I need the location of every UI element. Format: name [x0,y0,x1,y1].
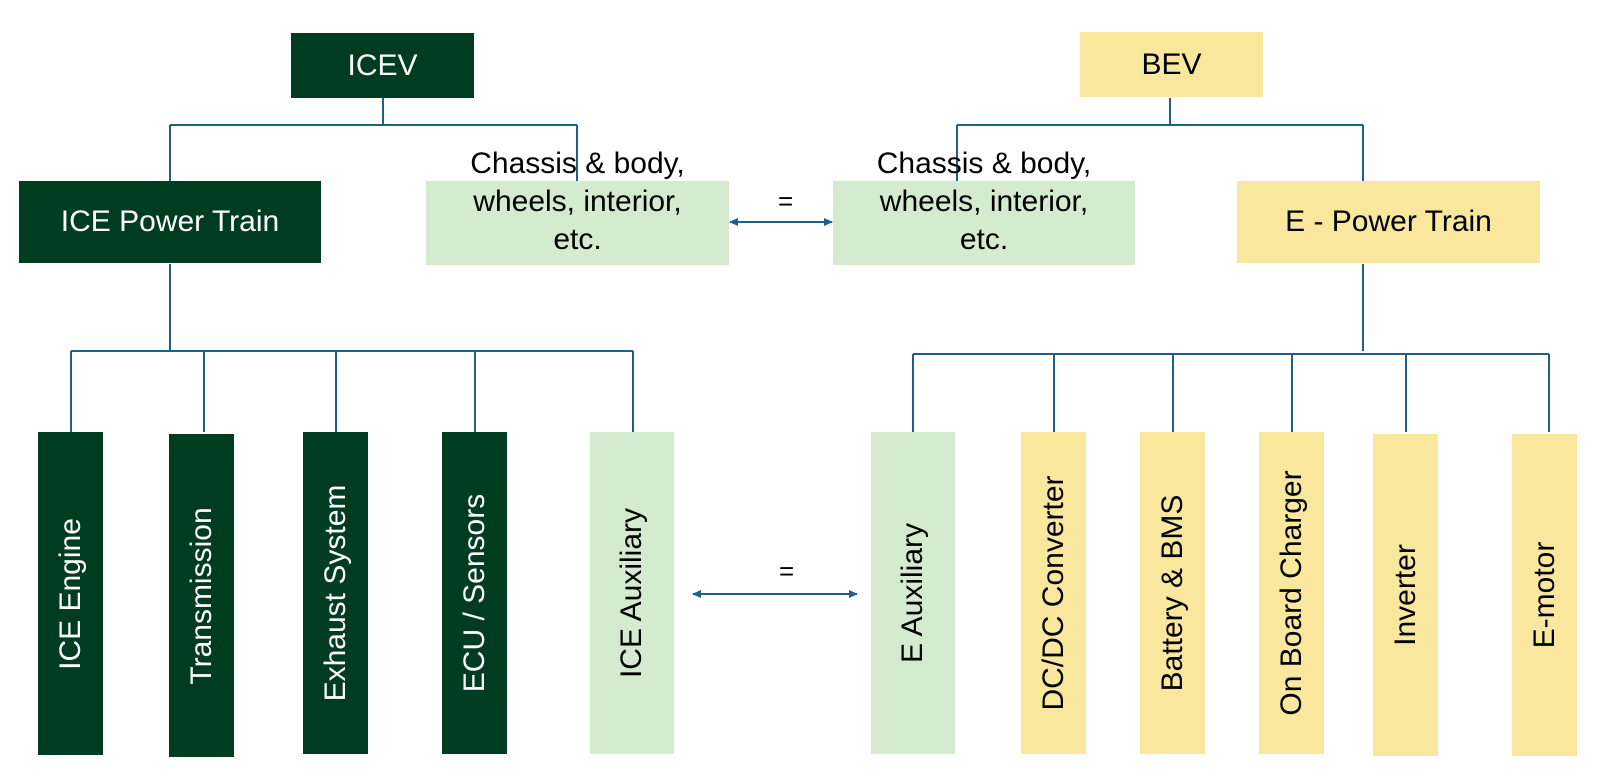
component-e-motor-label: E-motor [1527,541,1561,649]
component-transmission-label: Transmission [184,506,218,685]
component-on-board-charger: On Board Charger [1259,432,1324,754]
component-exhaust-system: Exhaust System [303,432,368,754]
icev-box: ICEV [291,33,474,98]
component-ice-engine: ICE Engine [38,432,103,755]
component-exhaust-system-label: Exhaust System [318,484,352,702]
component-ecu-sensors: ECU / Sensors [442,432,507,754]
component-ice-auxiliary: ICE Auxiliary [590,432,674,754]
component-dc-dc-converter-label: DC/DC Converter [1036,475,1070,711]
component-e-motor: E-motor [1512,434,1577,756]
component-battery-bms: Battery & BMS [1140,432,1205,754]
component-on-board-charger-label: On Board Charger [1274,470,1308,716]
chassis-equals-sign: = [778,186,794,216]
component-dc-dc-converter: DC/DC Converter [1021,432,1086,754]
component-ice-engine-label: ICE Engine [53,517,87,670]
component-transmission: Transmission [169,434,234,757]
icev-chassis-box: Chassis & body, wheels, interior, etc. [426,147,729,265]
component-ice-auxiliary-label: ICE Auxiliary [615,507,648,679]
component-e-auxiliary-label: E Auxiliary [896,522,929,664]
component-e-auxiliary: E Auxiliary [871,432,955,754]
bev-connector [956,98,1364,182]
icev-connector [169,98,578,182]
component-inverter-label: Inverter [1388,544,1422,646]
e-power-train-box: E - Power Train [1237,181,1540,263]
ice-power-train-connector [70,264,634,432]
icev-chassis-label: Chassis & body, wheels, interior, etc. [470,147,685,256]
e-power-train-connector [912,264,1550,432]
auxiliary-equals-sign: = [779,556,795,586]
component-battery-bms-label: Battery & BMS [1155,494,1189,692]
component-inverter: Inverter [1373,434,1438,756]
component-ecu-sensors-label: ECU / Sensors [457,493,491,693]
bev-box: BEV [1080,32,1263,97]
bev-chassis-label: Chassis & body, wheels, interior, etc. [876,147,1092,256]
ice-power-train-box: ICE Power Train [19,181,321,263]
bev-chassis-box: Chassis & body, wheels, interior, etc. [833,147,1135,265]
